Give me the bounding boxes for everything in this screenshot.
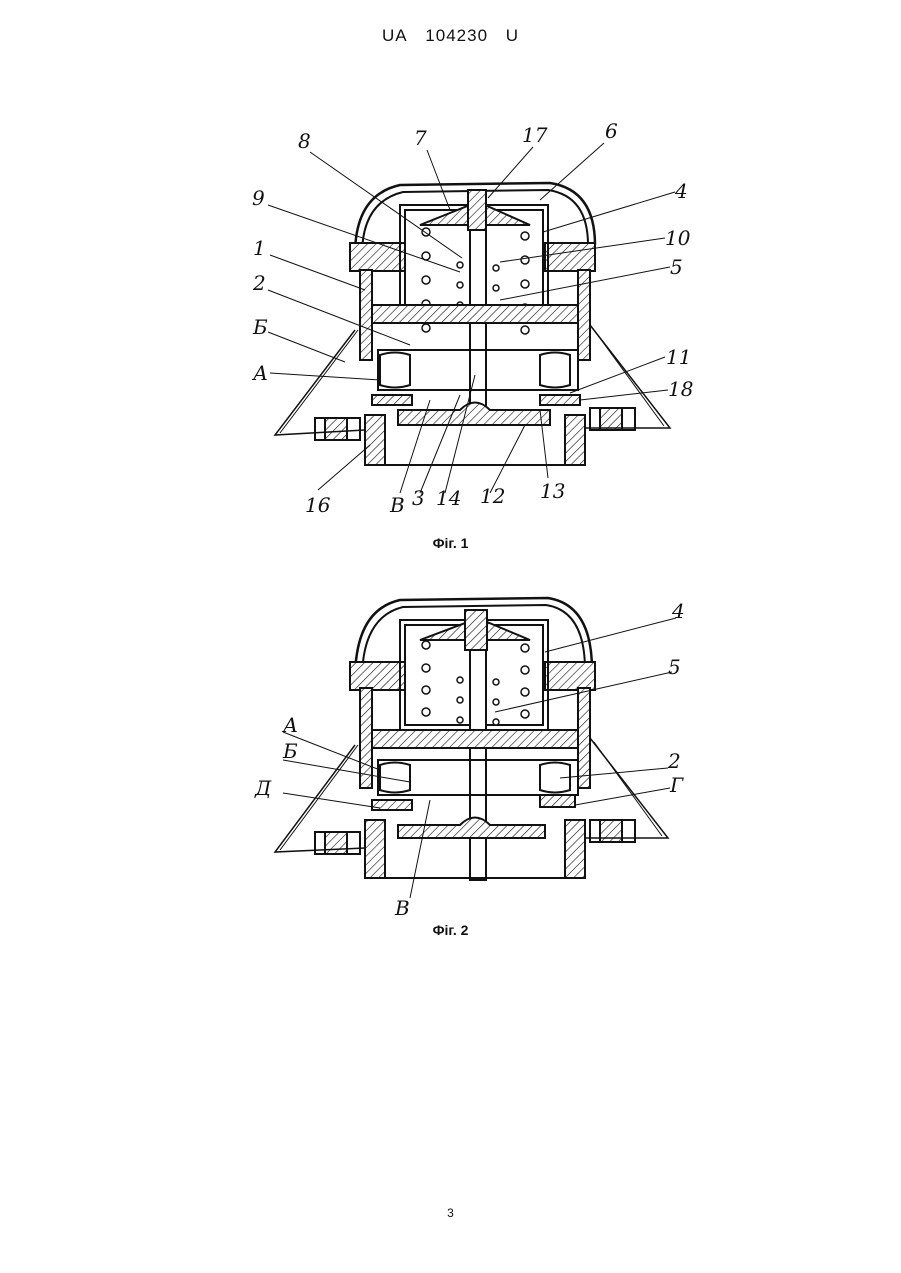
label-2: 2 [252,271,266,295]
label-6: 6 [605,119,618,143]
label-11: 11 [666,345,691,369]
figure-1-caption: Фіг. 1 [0,535,901,551]
fig2-label-A: А [281,713,298,737]
label-10: 10 [665,226,691,250]
label-3: 3 [412,486,425,510]
label-12: 12 [480,484,505,508]
page-number: 3 [0,1206,901,1220]
label-14: 14 [436,486,461,510]
label-17: 17 [522,123,548,147]
label-A: А [251,361,268,385]
patent-header: UA 104230 U [0,26,901,46]
label-16: 16 [305,493,331,517]
fig2-label-5: 5 [668,655,681,679]
fig2-label-B-cyr: Б [282,739,298,763]
country-code: UA [382,26,408,45]
label-7: 7 [414,126,427,150]
fig2-label-G: Г [669,773,684,797]
label-4: 4 [674,179,688,203]
label-8: 8 [298,129,311,153]
fig2-label-2: 2 [667,749,681,773]
fig2-label-V: В [394,896,410,920]
label-V: В [389,493,405,517]
fig2-label-4: 4 [671,599,685,623]
document-kind: U [506,26,519,45]
label-13: 13 [540,479,565,503]
figure-2-drawing: 4 5 А Б 2 Д Г В [240,590,700,920]
label-1: 1 [253,236,266,260]
label-9: 9 [252,186,265,210]
label-B-cyr: Б [252,315,268,339]
figure-2-caption: Фіг. 2 [0,922,901,938]
fig2-label-D: Д [254,776,272,800]
label-18: 18 [668,377,693,401]
figure-1-drawing: 8 7 17 6 4 9 10 1 5 2 Б 11 А 18 16 В 3 1… [240,115,700,525]
patent-number: 104230 [425,26,488,45]
label-5: 5 [670,255,683,279]
